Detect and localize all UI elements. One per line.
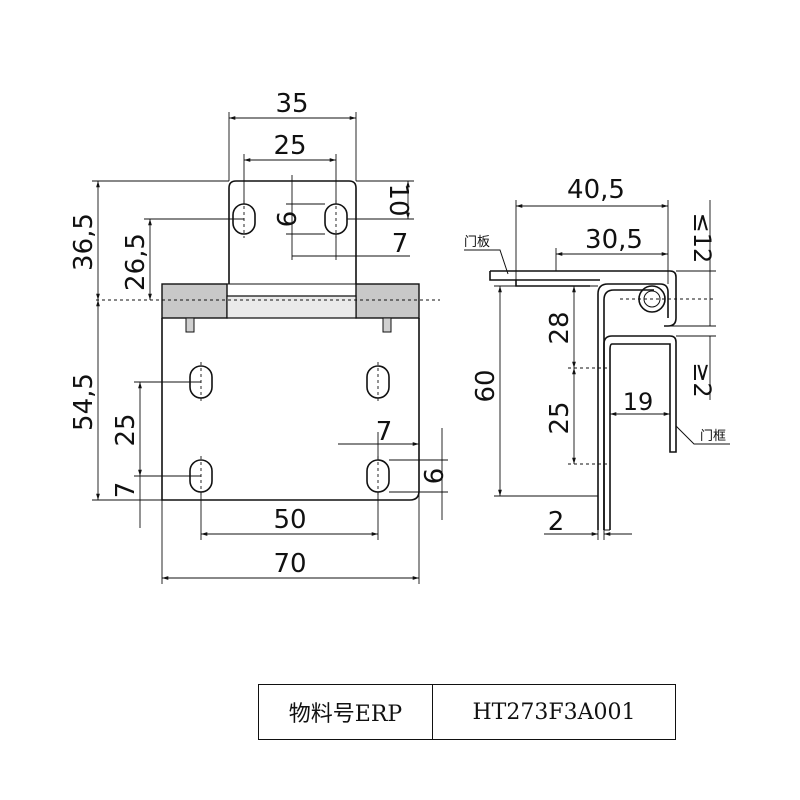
pin-tip-left [185, 317, 195, 333]
upper-leaf-outline [228, 180, 357, 284]
lower-leaf-outline [161, 318, 420, 501]
dim-hole-dia-bottom: 9 [417, 468, 447, 485]
dim-height-upper: 28 [545, 311, 575, 344]
dim-hole-offset-top: 7 [392, 229, 409, 259]
dim-top-width: 35 [275, 89, 308, 119]
hinge-barrel-center [226, 295, 357, 319]
dim-total-width: 70 [273, 549, 306, 579]
dim-depth-inner: 30,5 [585, 225, 643, 255]
dim-hole-spacing-vert: 25 [111, 413, 141, 446]
dim-height-lower: 25 [545, 401, 575, 434]
dim-hole-offset-right: 7 [376, 417, 393, 447]
dim-leaf-height-bottom: 54,5 [69, 373, 99, 431]
dim-gap-min: ≥2 [688, 362, 716, 397]
dim-flange: 19 [623, 388, 654, 416]
hinge-barrel-left [161, 283, 228, 319]
side-view: 40,5 30,5 ≤12 ≥2 60 28 25 19 [464, 175, 730, 540]
door-frame-profile [603, 335, 677, 530]
title-block-value: HT273F3A001 [472, 699, 636, 725]
pin-tip-right [382, 317, 392, 333]
title-block-label: 物料号ERP [259, 685, 433, 739]
label-door-frame: 门框 [700, 429, 726, 444]
hinge-leaf-profile [597, 283, 669, 530]
dim-gap-max: ≤12 [688, 213, 716, 264]
dim-thickness: 2 [548, 507, 565, 537]
title-block: 物料号ERP HT273F3A001 [258, 684, 676, 740]
dim-hole-spacing-bottom: 50 [273, 505, 306, 535]
dim-hole-height-top: 26,5 [121, 233, 151, 291]
dim-height-total: 60 [471, 369, 501, 402]
dim-hole-offset-bottom: 7 [111, 482, 141, 499]
label-door-panel: 门板 [464, 235, 490, 250]
dim-hole-spacing-top: 25 [273, 131, 306, 161]
front-view: 35 25 9 10 7 36,5 26,5 54,5 [69, 89, 448, 584]
dim-leaf-height-top: 36,5 [69, 213, 99, 271]
dim-depth-total: 40,5 [567, 175, 625, 205]
hinge-barrel-right [355, 283, 420, 319]
dim-hole-dia-top: 9 [270, 211, 300, 228]
dim-top-height: 10 [383, 183, 413, 216]
